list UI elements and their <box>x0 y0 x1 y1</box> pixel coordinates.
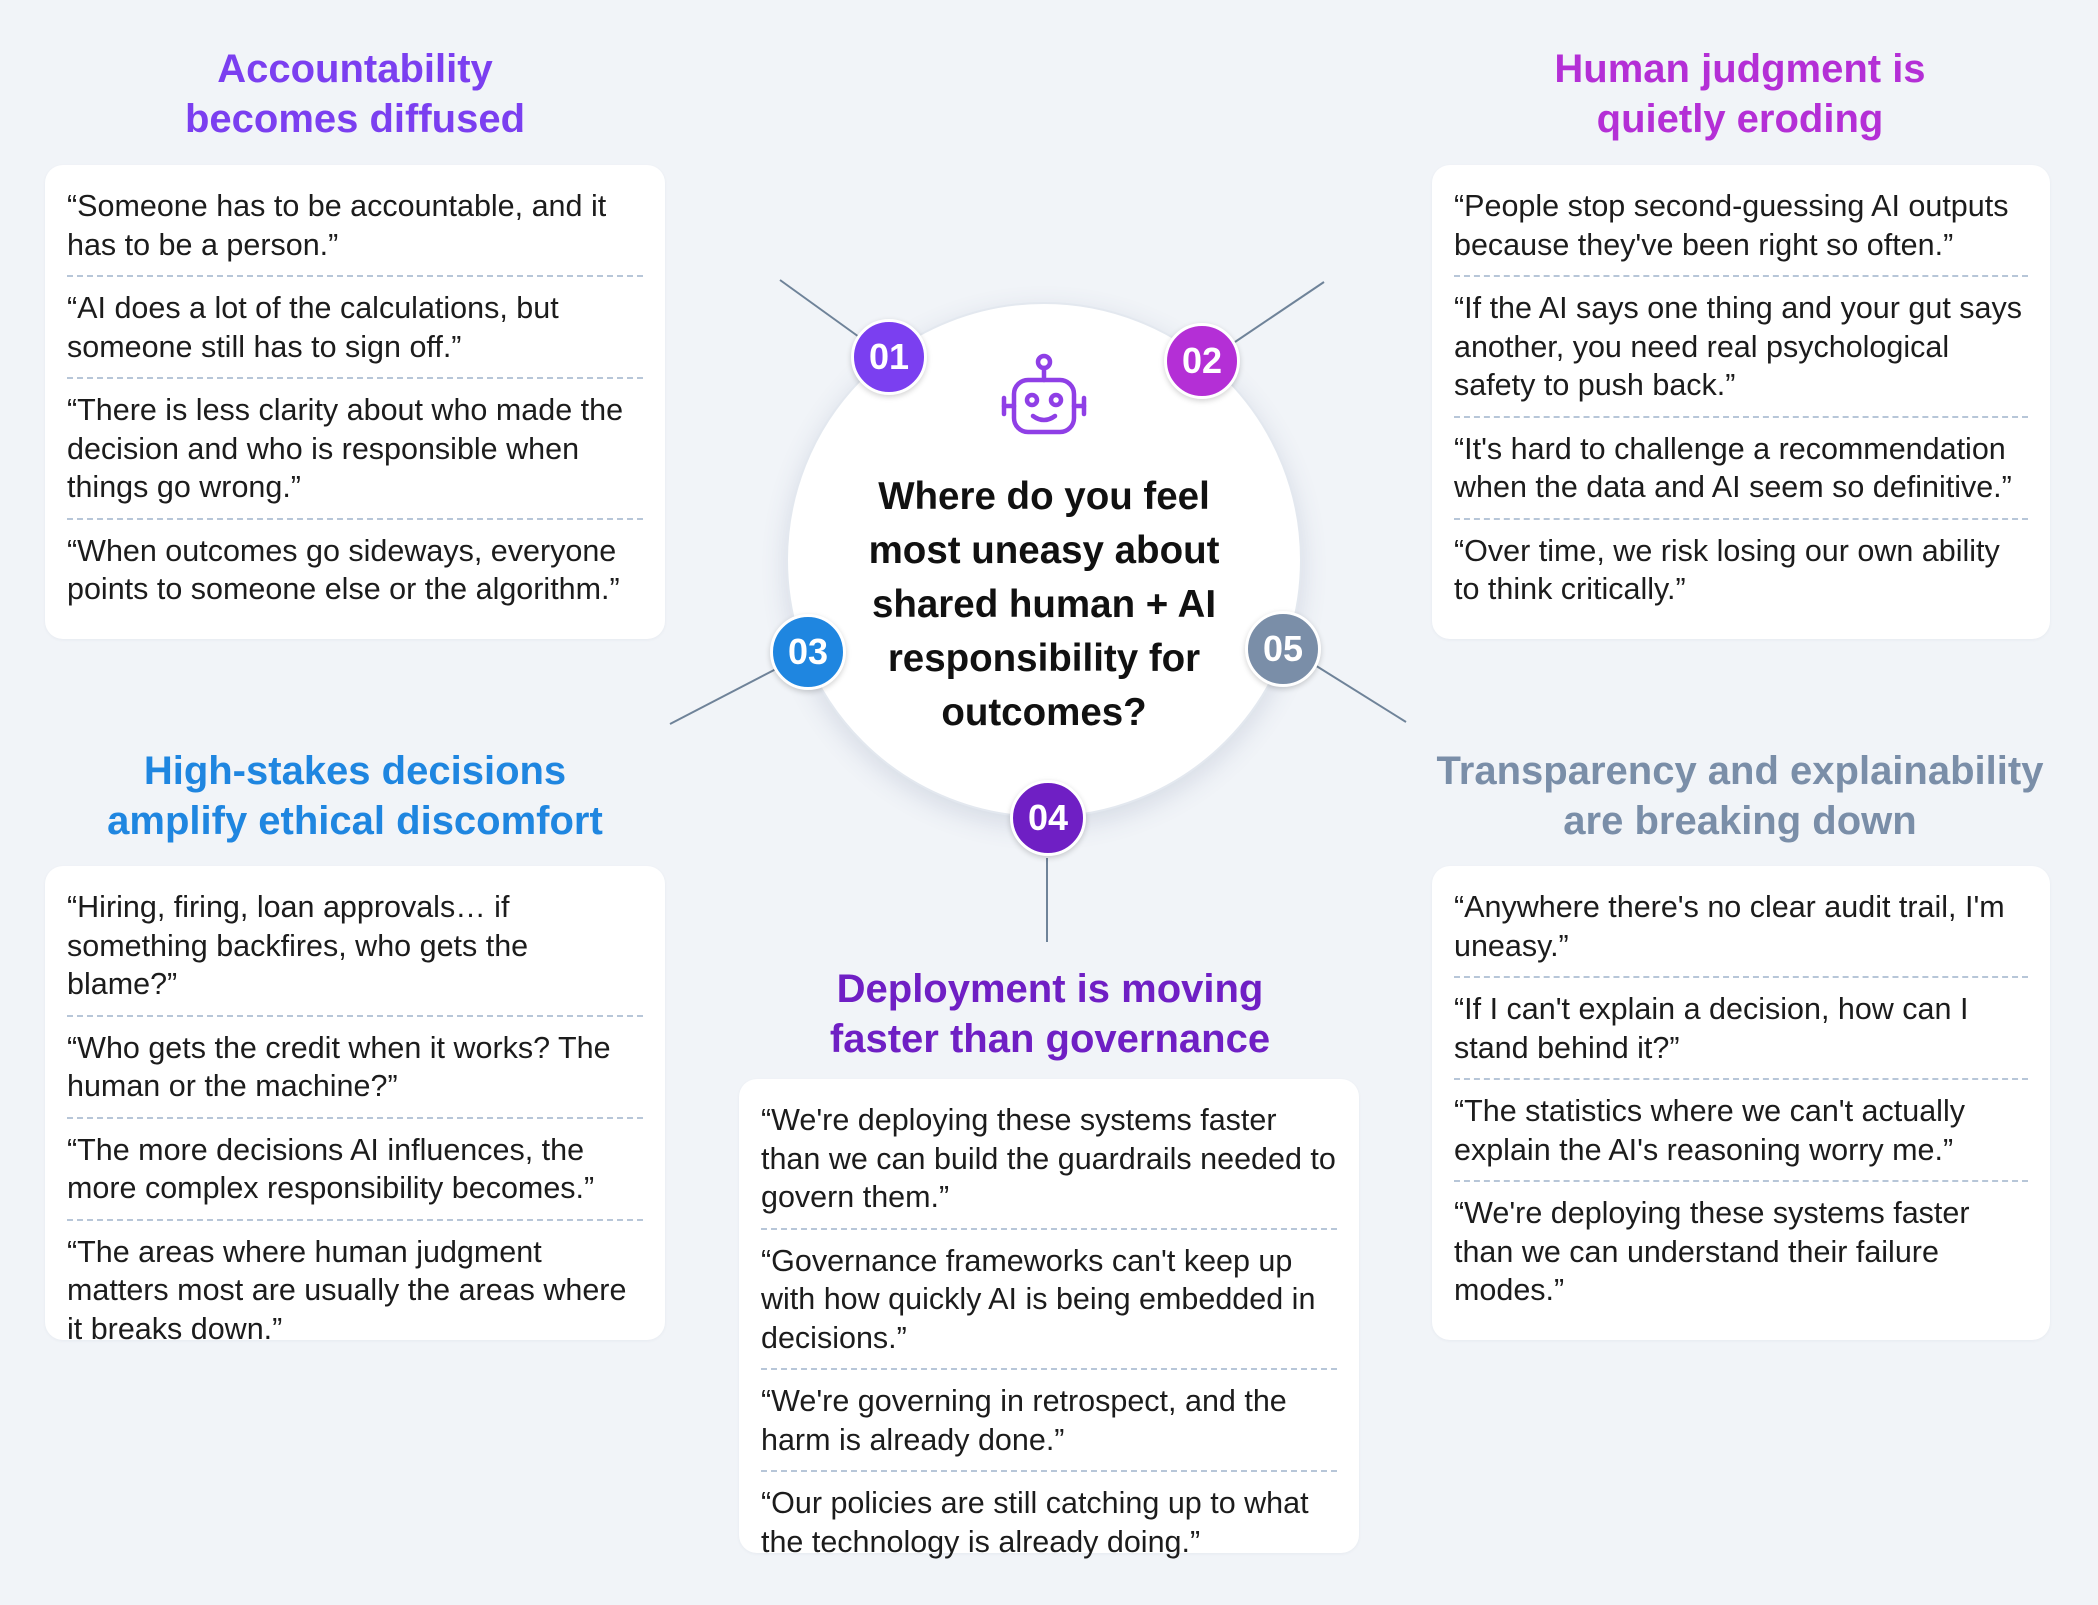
robot-icon <box>1001 353 1087 435</box>
connector-01 <box>779 279 867 343</box>
theme-03-card: “Hiring, firing, loan approvals… if some… <box>45 866 665 1346</box>
quote-01-4: “When outcomes go sideways, everyone poi… <box>67 533 620 607</box>
theme-04-title: Deployment is moving faster than governa… <box>829 967 1271 1061</box>
quote-02-3: “It's hard to challenge a recommendation… <box>1454 418 2028 520</box>
quote-05-4: “We're deploying these systems faster th… <box>1454 1196 1970 1307</box>
connector-02 <box>1231 281 1325 345</box>
quote-03-4: “The areas where human judgment matters … <box>67 1234 627 1346</box>
quote-02-4: “Over time, we risk losing our own abili… <box>1454 533 2000 607</box>
theme-01-card: “Someone has to be accountable, and it h… <box>45 165 665 639</box>
badge-02: 02 <box>1164 323 1240 399</box>
theme-05-card: “Anywhere there's no clear audit trail, … <box>1432 866 2050 1340</box>
theme-02-title: Human judgment is quietly eroding <box>1554 47 1926 141</box>
quote-01-2: “AI does a lot of the calculations, but … <box>67 277 643 379</box>
badge-04: 04 <box>1010 780 1086 856</box>
theme-03-title: High-stakes decisions amplify ethical di… <box>107 749 603 843</box>
quote-03-2: “Who gets the credit when it works? The … <box>67 1017 643 1119</box>
quote-03-3: “The more decisions AI influences, the m… <box>67 1119 643 1221</box>
quote-01-1: “Someone has to be accountable, and it h… <box>67 181 643 277</box>
center-question: Where do you feel most uneasy about shar… <box>868 475 1220 734</box>
theme-05-title: Transparency and explainability are brea… <box>1436 749 2044 843</box>
theme-01-title: Accountability becomes diffused <box>184 47 526 141</box>
connector-03 <box>669 667 779 725</box>
quote-01-3: “There is less clarity about who made th… <box>67 379 643 520</box>
badge-01: 01 <box>851 319 927 395</box>
quote-04-1: “We're deploying these systems faster th… <box>761 1095 1337 1230</box>
theme-02-card: “People stop second-guessing AI outputs … <box>1432 165 2050 639</box>
quote-05-3: “The statistics where we can't actually … <box>1454 1080 2028 1182</box>
quote-04-2: “Governance frameworks can't keep up wit… <box>761 1230 1337 1370</box>
badge-03: 03 <box>770 614 846 690</box>
badge-05: 05 <box>1245 611 1321 687</box>
connector-05 <box>1309 661 1407 723</box>
quote-05-2: “If I can't explain a decision, how can … <box>1454 978 2028 1080</box>
quote-04-3: “We're governing in retrospect, and the … <box>761 1370 1337 1472</box>
quote-04-4: “Our policies are still catching up to w… <box>761 1486 1309 1559</box>
theme-04-card: “We're deploying these systems faster th… <box>739 1079 1359 1559</box>
quote-02-1: “People stop second-guessing AI outputs … <box>1454 181 2028 277</box>
quote-05-1: “Anywhere there's no clear audit trail, … <box>1454 882 2028 978</box>
quote-02-2: “If the AI says one thing and your gut s… <box>1454 277 2028 418</box>
quote-03-1: “Hiring, firing, loan approvals… if some… <box>67 882 643 1017</box>
